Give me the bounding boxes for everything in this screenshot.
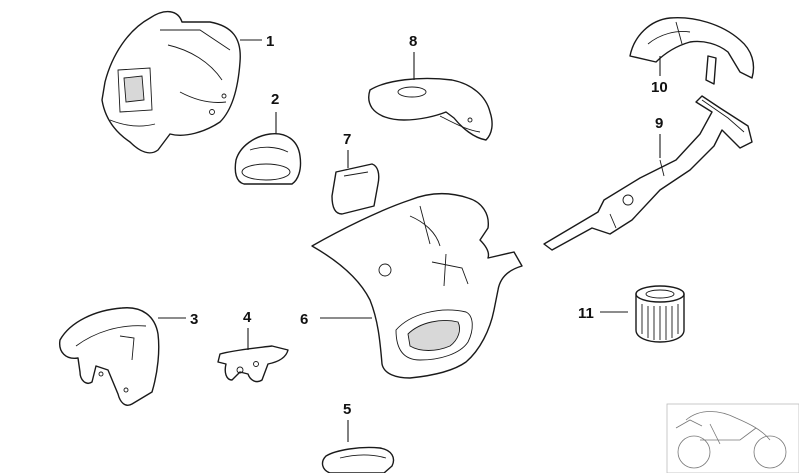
callout-4: 4: [243, 309, 252, 326]
callout-7: 7: [343, 131, 351, 148]
part-2-mirror-shell: [234, 133, 302, 185]
callout-6: 6: [300, 311, 308, 328]
callout-8: 8: [409, 33, 417, 50]
callout-labels: 1 2 3 4 5 6 7 8 9 10 11: [190, 33, 668, 418]
part-8-tank-cover: [367, 77, 493, 141]
part-1-front-fairing: [101, 11, 241, 154]
callout-1: 1: [266, 33, 274, 50]
leader-lines: [158, 39, 661, 442]
part-5-lower-trim: [321, 446, 395, 473]
callout-2: 2: [271, 91, 279, 108]
callout-11: 11: [578, 305, 594, 322]
part-6-side-panel: [311, 193, 523, 379]
part-9-frame: [543, 95, 753, 251]
motorcycle-thumbnail: [666, 403, 799, 473]
part-11-filter: [635, 285, 685, 343]
callout-9: 9: [655, 115, 663, 132]
part-7-small-cover: [331, 163, 380, 215]
part-10-grab-handle: [629, 17, 755, 85]
part-3-front-mudguard: [59, 307, 160, 406]
callout-3: 3: [190, 311, 198, 328]
callout-10: 10: [651, 79, 668, 96]
part-4-bracket: [217, 345, 289, 383]
callout-5: 5: [343, 401, 351, 418]
